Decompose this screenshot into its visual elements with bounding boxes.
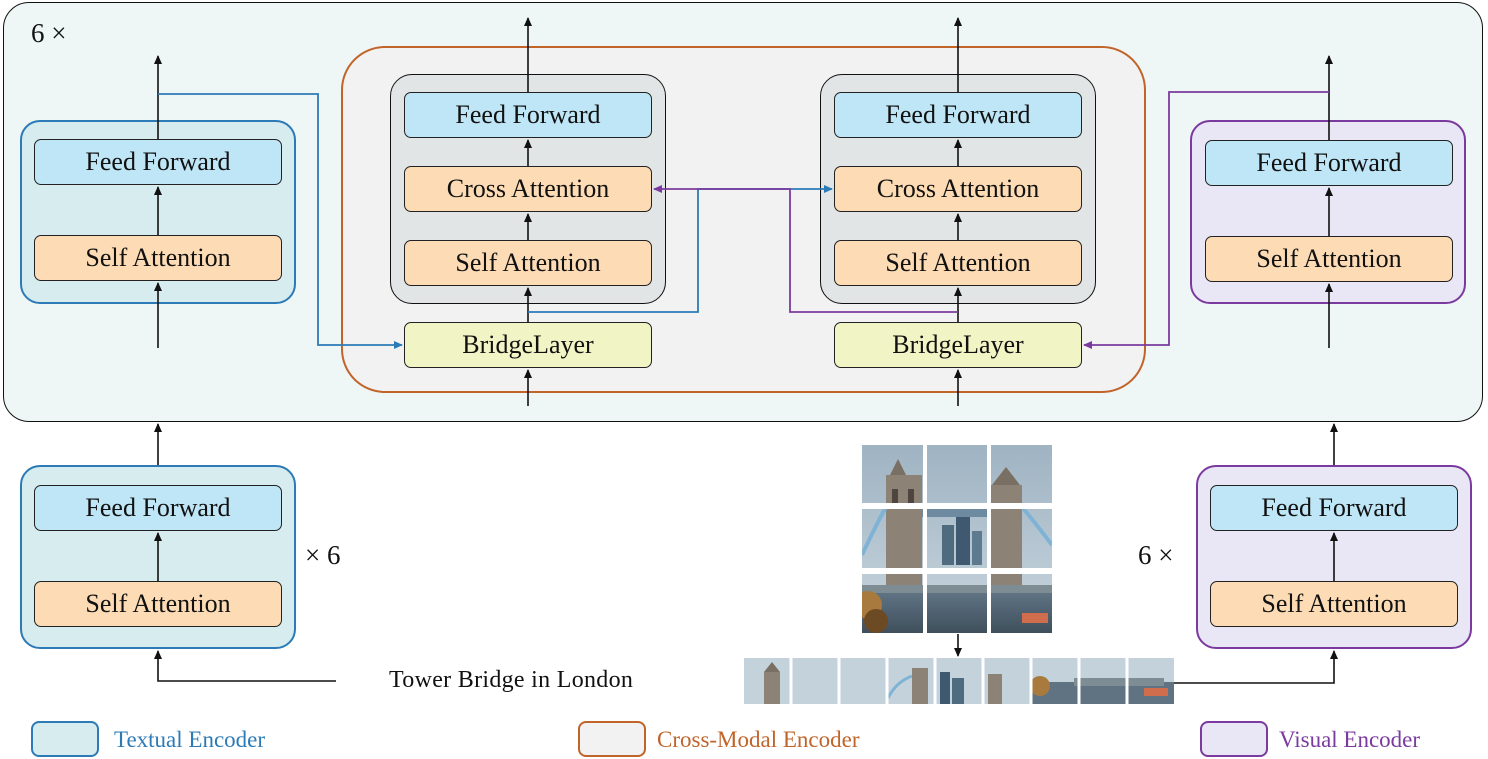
repeat-label-textual: × 6 [305,540,341,570]
legend-swatch-cross-modal [578,721,646,757]
feed-forward-block: Feed Forward [34,485,282,531]
legend-label-cross-modal: Cross-Modal Encoder [657,727,860,752]
cross-attention-block: Cross Attention [404,166,652,212]
legend-swatch-visual [1200,721,1268,757]
patch-strip [744,658,1174,704]
self-attention-block: Self Attention [34,581,282,627]
bridge-layer-visual: BridgeLayer [834,322,1082,368]
cross-attention-block: Cross Attention [834,166,1082,212]
legend-label-visual: Visual Encoder [1279,727,1421,752]
feed-forward-block: Feed Forward [1205,140,1453,186]
image-patch-sequence [744,658,1174,704]
legend-swatch-textual [31,721,99,757]
feed-forward-block: Feed Forward [1210,485,1458,531]
self-attention-block: Self Attention [1210,581,1458,627]
repeat-label-top: 6 × [31,18,67,48]
self-attention-block: Self Attention [34,235,282,281]
feed-forward-block: Feed Forward [404,92,652,138]
image-patch-grid [854,445,1054,633]
tower-bridge-image [854,445,1054,633]
feed-forward-block: Feed Forward [834,92,1082,138]
repeat-label-visual: 6 × [1138,540,1174,570]
input-text: Tower Bridge in London [389,667,634,693]
self-attention-block: Self Attention [1205,236,1453,282]
self-attention-block: Self Attention [404,240,652,286]
bridge-layer-text: BridgeLayer [404,322,652,368]
feed-forward-block: Feed Forward [34,139,282,185]
self-attention-block: Self Attention [834,240,1082,286]
legend-label-textual: Textual Encoder [114,727,266,752]
